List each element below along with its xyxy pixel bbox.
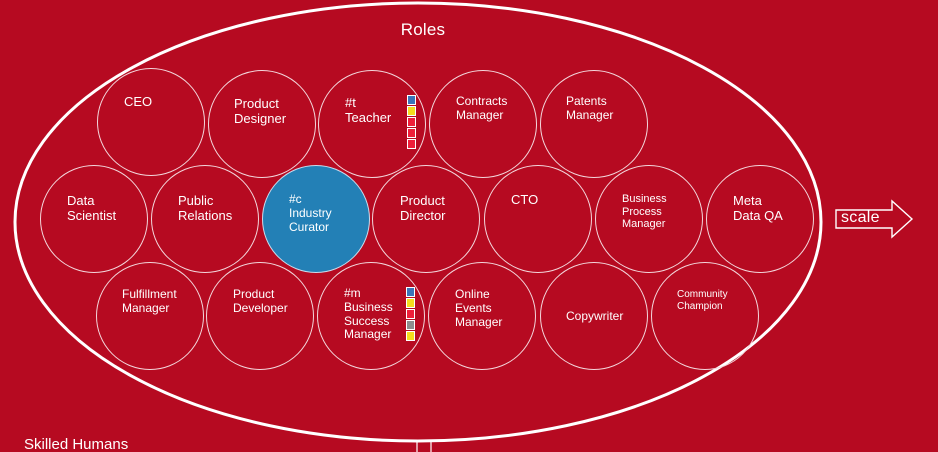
role-label: Copywriter: [566, 309, 624, 323]
swatch-red: [407, 139, 416, 149]
role-tag-swatches: [406, 287, 415, 341]
role-product-director[interactable]: Product Director: [372, 165, 480, 273]
role-label: #m Business Success Manager: [344, 286, 393, 342]
role-label: Meta Data QA: [733, 193, 783, 223]
role-business-process-manager[interactable]: Business Process Manager: [595, 165, 703, 273]
role-label: Fulfillment Manager: [122, 287, 177, 315]
swatch-gray: [406, 320, 415, 330]
swatch-yellow: [406, 298, 415, 308]
swatch-red: [407, 128, 416, 138]
role-public-relations[interactable]: Public Relations: [151, 165, 259, 273]
scale-arrow-icon: [835, 199, 914, 239]
role-label: #t Teacher: [345, 95, 392, 125]
swatch-red: [406, 309, 415, 319]
swatch-yellow: [407, 106, 416, 116]
swatch-blue: [406, 287, 415, 297]
role-meta-data-qa[interactable]: Meta Data QA: [706, 165, 814, 273]
roles-ellipse: [13, 1, 823, 443]
diagram-title: Roles: [400, 20, 446, 39]
role-label: #c Industry Curator: [289, 192, 332, 234]
role-label: Contracts Manager: [456, 94, 508, 122]
role-tag-swatches: [407, 95, 416, 149]
role-label: CEO: [124, 94, 153, 109]
swatch-yellow: [406, 331, 415, 341]
role-ceo[interactable]: CEO: [97, 68, 205, 176]
role-community-champion[interactable]: Community Champion: [651, 262, 759, 370]
role-label: Patents Manager: [566, 94, 614, 122]
role-label: Data Scientist: [67, 193, 117, 223]
role-label: Online Events Manager: [455, 287, 503, 329]
scale-label: scale: [841, 209, 880, 226]
role-industry-curator[interactable]: #c Industry Curator: [262, 165, 370, 273]
role-copywriter[interactable]: Copywriter: [540, 262, 648, 370]
role-product-designer[interactable]: Product Designer: [208, 70, 316, 178]
role-contracts-manager[interactable]: Contracts Manager: [429, 70, 537, 178]
role-online-events-manager[interactable]: Online Events Manager: [428, 262, 536, 370]
role-label: Product Director: [400, 193, 446, 223]
role-label: Public Relations: [178, 193, 233, 223]
role-label: Business Process Manager: [622, 193, 667, 231]
role-data-scientist[interactable]: Data Scientist: [40, 165, 148, 273]
role-teacher[interactable]: #t Teacher: [318, 70, 426, 178]
role-label: CTO: [511, 192, 539, 207]
role-label: Product Designer: [234, 96, 287, 126]
role-patents-manager[interactable]: Patents Manager: [540, 70, 648, 178]
skilled-humans-label: Skilled Humans: [24, 436, 129, 452]
role-label: Product Developer: [233, 287, 288, 315]
swatch-blue: [407, 95, 416, 105]
role-cto[interactable]: CTO: [484, 165, 592, 273]
role-product-developer[interactable]: Product Developer: [206, 262, 314, 370]
role-label: Community Champion: [677, 289, 728, 312]
swatch-red: [407, 117, 416, 127]
role-business-success-manager[interactable]: #m Business Success Manager: [317, 262, 425, 370]
role-fulfillment-manager[interactable]: Fulfillment Manager: [96, 262, 204, 370]
connector-stub: [416, 440, 432, 452]
